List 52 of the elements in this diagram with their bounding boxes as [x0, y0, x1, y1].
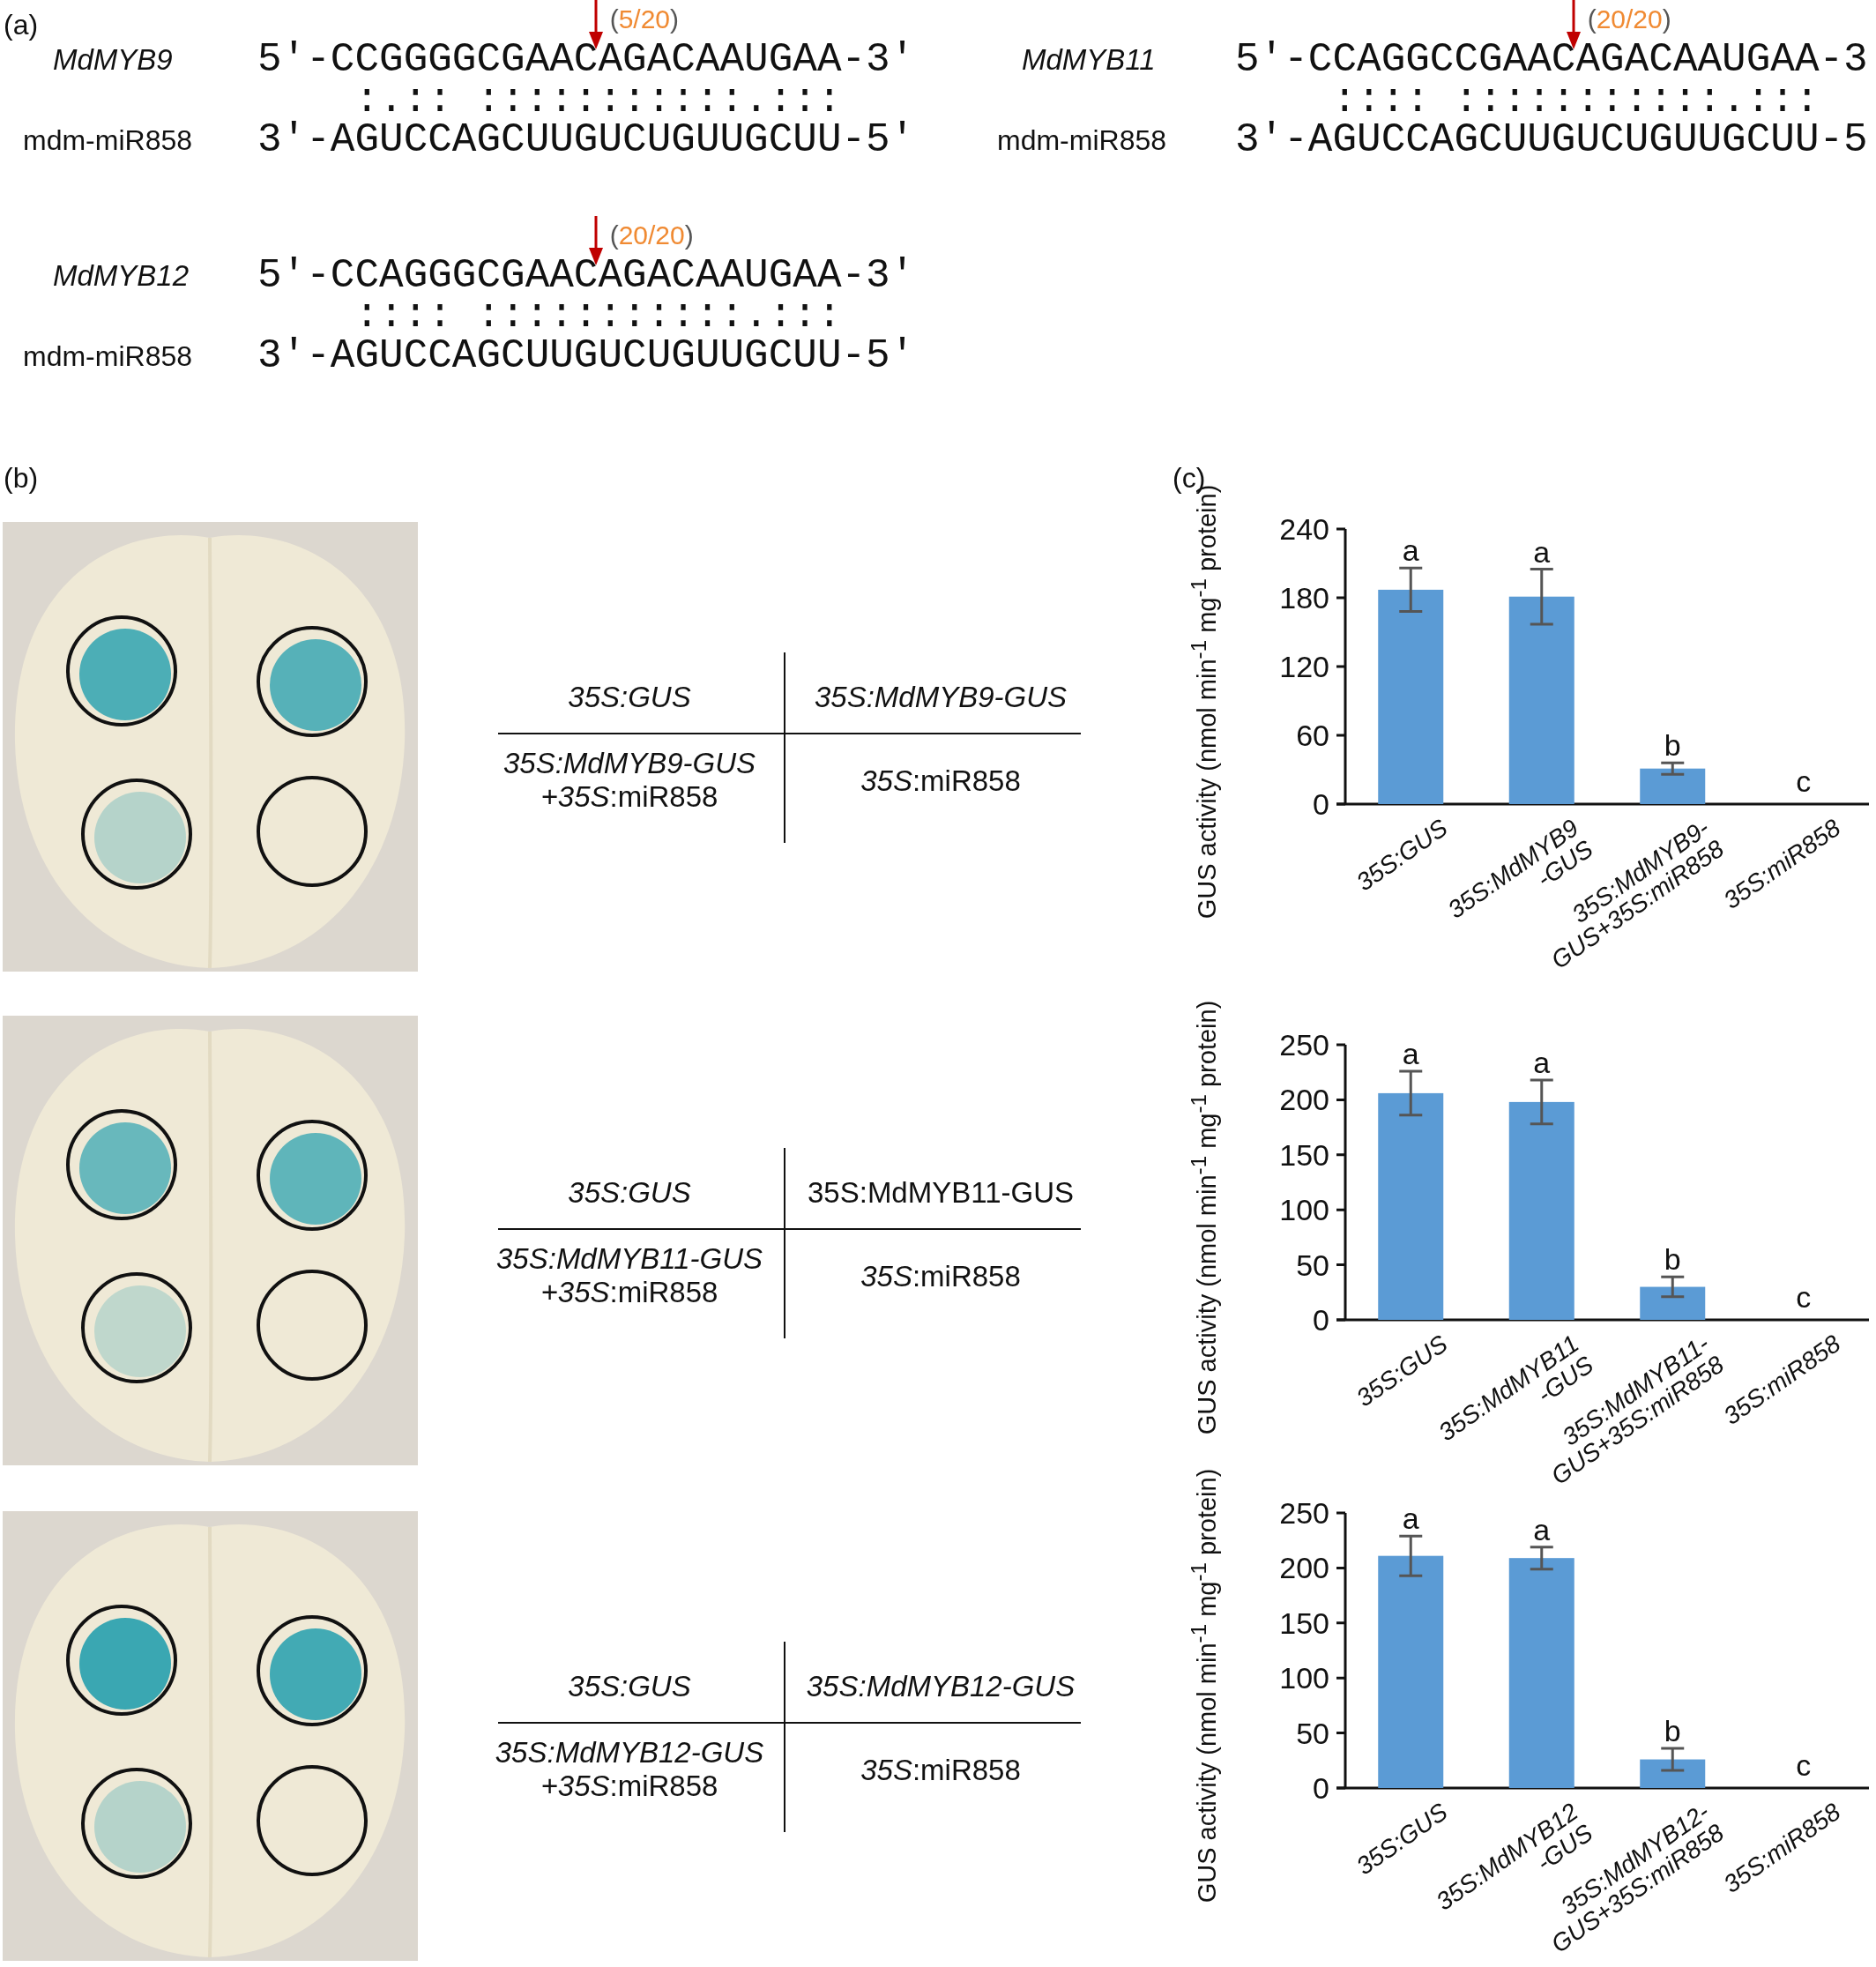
- gene-name: MdMYB9: [53, 43, 173, 77]
- tick-label: 0: [1313, 1770, 1329, 1806]
- tick-label: 0: [1313, 786, 1329, 822]
- gene-name: MdMYB11: [1022, 43, 1156, 77]
- table-cell-text: 35S:MdMYB11-GUS +35S:miR858: [495, 1242, 763, 1309]
- tick-label: 50: [1296, 1248, 1329, 1283]
- significance-letter: a: [1533, 1512, 1551, 1547]
- significance-letter: a: [1402, 1501, 1419, 1536]
- significance-letter: a: [1402, 1036, 1419, 1071]
- tick-label: 120: [1279, 649, 1329, 684]
- table-cell-text: 35S:miR858: [860, 1260, 1022, 1293]
- gene-name: MdMYB12: [53, 259, 190, 293]
- significance-letter: b: [1664, 1241, 1681, 1277]
- tick-label: 60: [1296, 718, 1329, 753]
- significance-letter: c: [1796, 764, 1812, 799]
- table-cell-text: 35S:GUS: [567, 1670, 692, 1703]
- significance-letter: c: [1796, 1279, 1812, 1315]
- tick-label: 50: [1296, 1716, 1329, 1751]
- cleavage-ratio: (20/20): [1587, 4, 1671, 35]
- tick-label: 100: [1279, 1192, 1329, 1227]
- significance-letter: b: [1664, 1713, 1681, 1748]
- panel-label: (a): [4, 8, 39, 41]
- tick-label: 180: [1279, 580, 1329, 615]
- tick-label: 150: [1279, 1606, 1329, 1641]
- significance-letter: a: [1533, 1045, 1551, 1080]
- tick-label: 250: [1279, 1027, 1329, 1062]
- tick-label: 240: [1279, 511, 1329, 547]
- table-cell-text: 35S:MdMYB12-GUS: [805, 1670, 1076, 1703]
- tick-label: 150: [1279, 1137, 1329, 1173]
- mirna-name: mdm-miR858: [23, 123, 193, 157]
- significance-letter: b: [1664, 727, 1681, 763]
- table-cell-text: 35S:miR858: [860, 764, 1022, 798]
- table-cell-text: 35S:MdMYB11-GUS: [807, 1176, 1075, 1210]
- mirna-name: mdm-miR858: [997, 123, 1167, 157]
- tick-label: 100: [1279, 1660, 1329, 1695]
- tick-label: 250: [1279, 1495, 1329, 1531]
- tick-label: 200: [1279, 1082, 1329, 1117]
- significance-letter: a: [1402, 533, 1419, 568]
- mirna-name: mdm-miR858: [23, 339, 193, 373]
- table-cell-text: 35S:MdMYB9-GUS: [813, 681, 1068, 714]
- table-cell-text: 35S:GUS: [567, 681, 692, 714]
- cleavage-ratio: (20/20): [609, 220, 694, 251]
- tick-label: 200: [1279, 1550, 1329, 1585]
- cleavage-ratio: (5/20): [609, 4, 679, 35]
- significance-letter: c: [1796, 1747, 1812, 1783]
- table-cell-text: 35S:MdMYB9-GUS +35S:miR858: [502, 747, 757, 814]
- panel-label: (b): [4, 461, 39, 495]
- table-cell-text: 35S:MdMYB12-GUS +35S:miR858: [494, 1736, 765, 1803]
- tick-label: 0: [1313, 1302, 1329, 1337]
- table-cell-text: 35S:GUS: [567, 1176, 692, 1210]
- significance-letter: a: [1533, 534, 1551, 569]
- table-cell-text: 35S:miR858: [860, 1754, 1022, 1787]
